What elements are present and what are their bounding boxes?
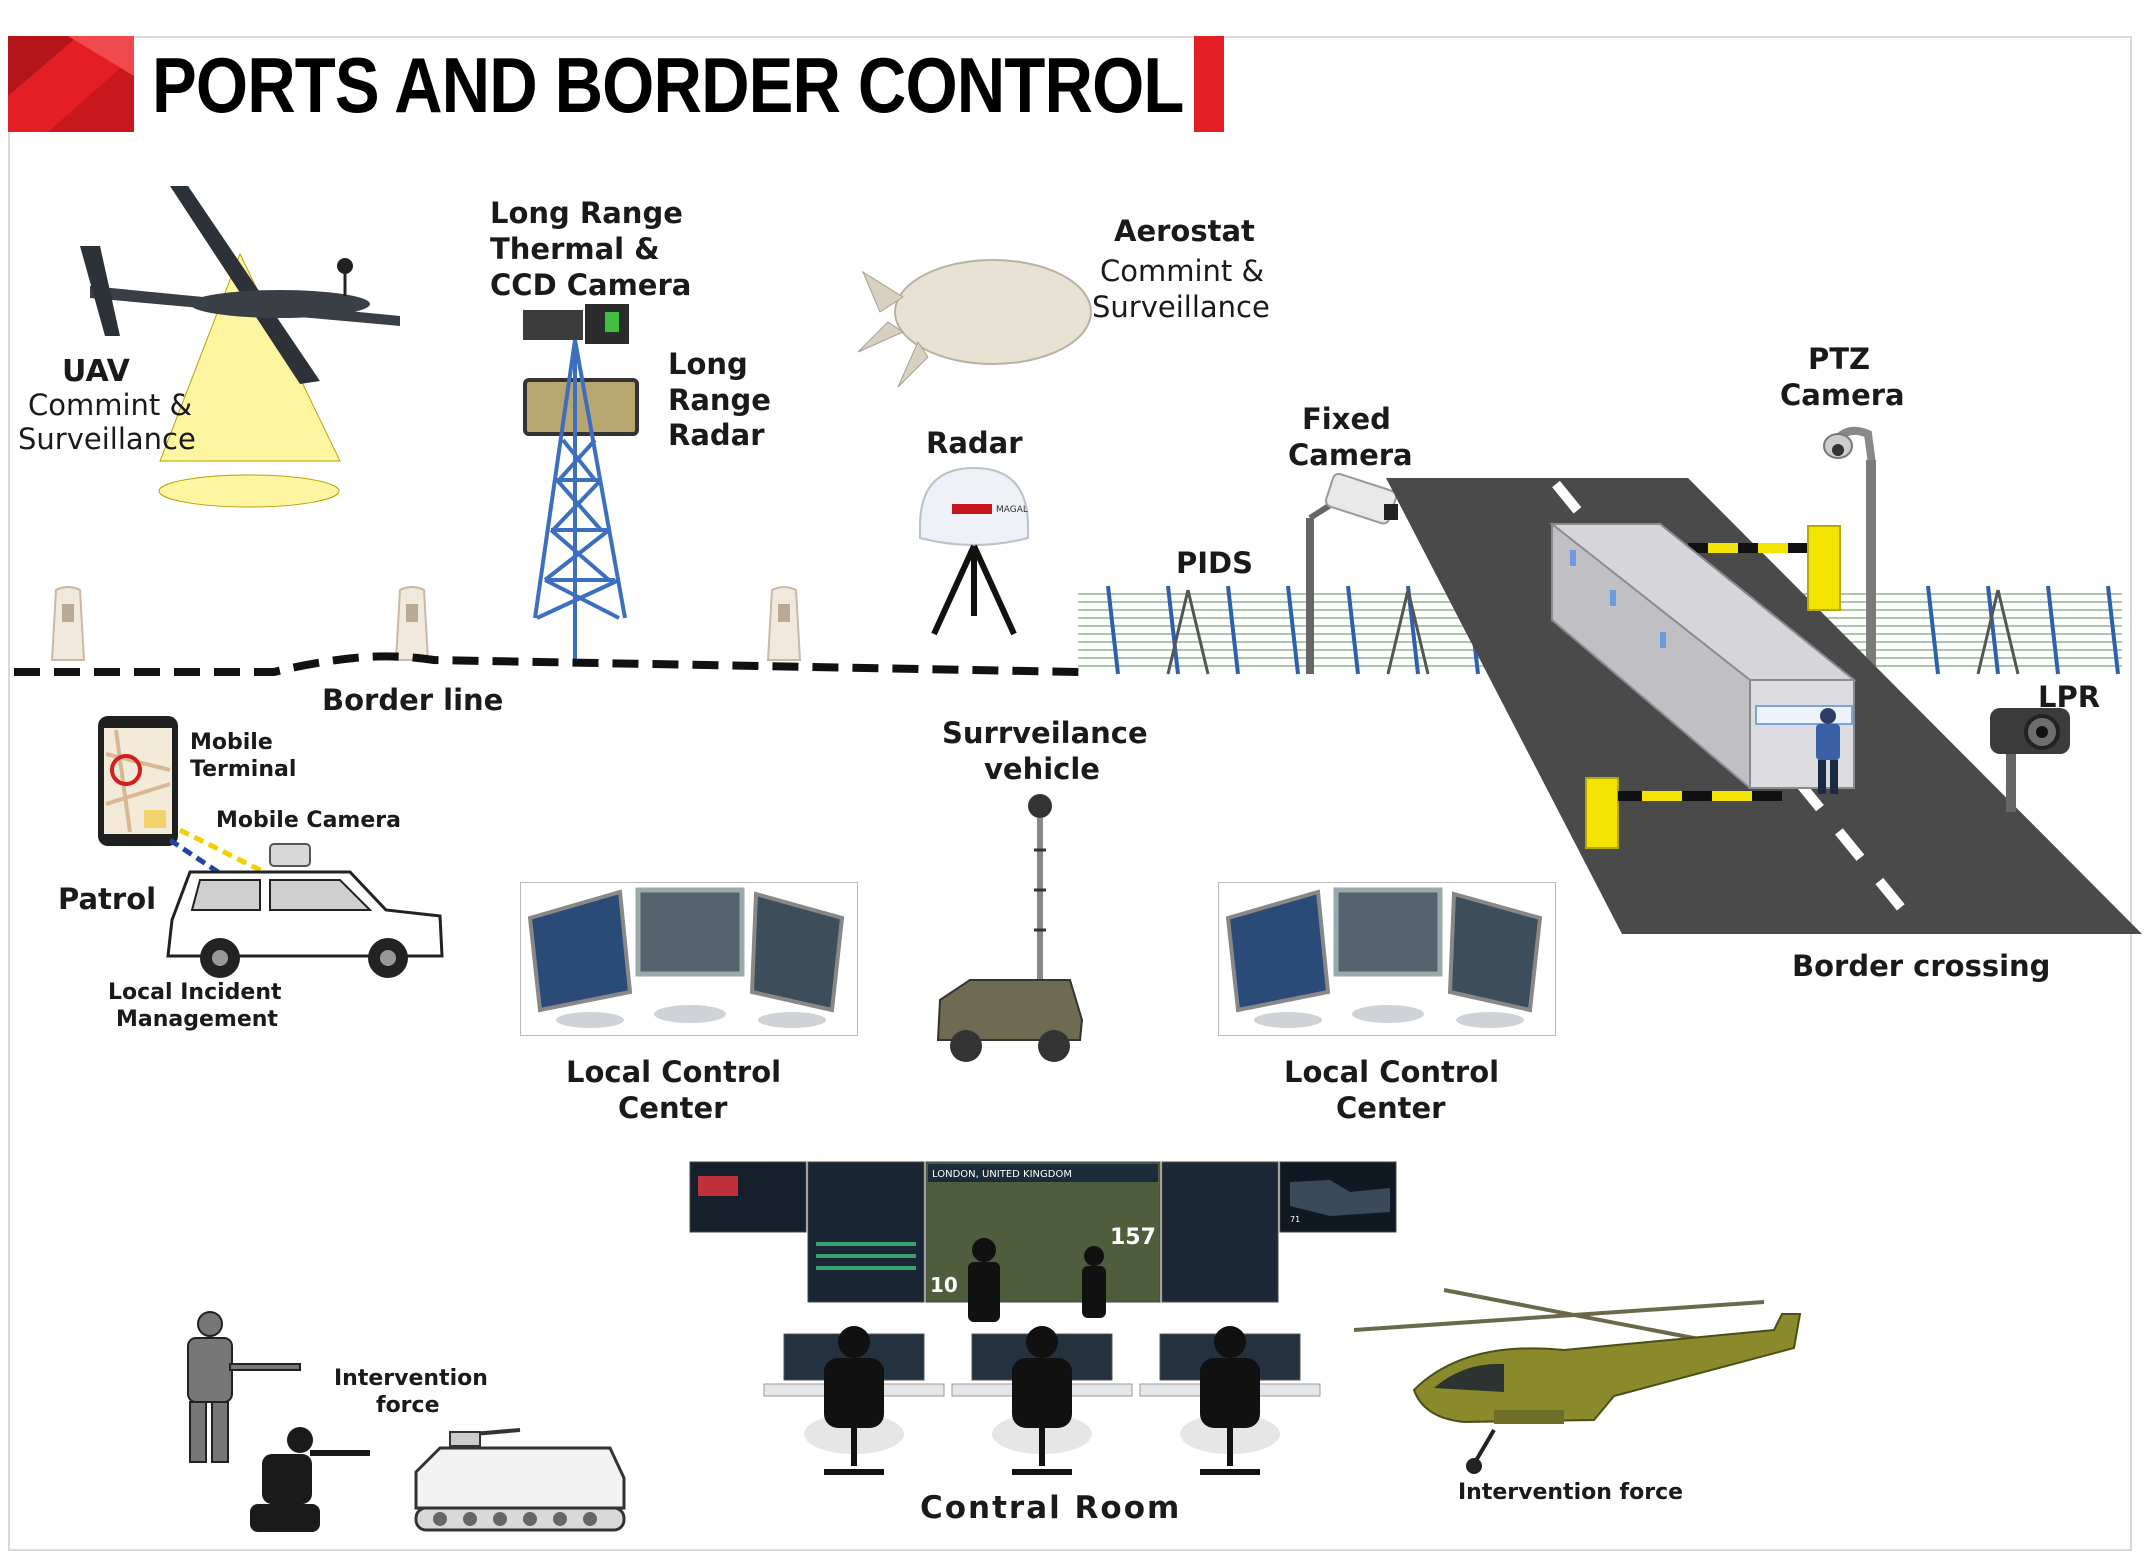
video-wall-big-number: 157 (1110, 1225, 1156, 1250)
operator-stations (763, 1238, 1321, 1475)
intervention-left-label-1: Intervention (334, 1366, 488, 1391)
page-title: PORTS AND BORDER CONTROL (152, 41, 1184, 129)
bus-icon (1549, 523, 1857, 789)
pids-fence-icon (1078, 585, 2122, 675)
mobile-terminal-label-2: Terminal (190, 757, 297, 782)
radar-brand: MAGAL (996, 505, 1028, 515)
border-marker-icon (766, 586, 802, 661)
patrol-vehicle-icon (166, 827, 444, 978)
aerostat-icon (857, 259, 1092, 388)
video-wall-small-number: 10 (930, 1273, 958, 1297)
video-wall-mini-value: 71 (1290, 1215, 1300, 1224)
uav-icon (80, 186, 400, 508)
helicopter-icon (1353, 1288, 1802, 1474)
mobile-camera-label: Mobile Camera (216, 808, 401, 833)
radar-icon: MAGAL (919, 466, 1029, 636)
local-incident-label-2: Management (116, 1007, 278, 1032)
lr-camera-label-1: Long Range (490, 196, 683, 230)
ptz-camera-icon (1823, 426, 1876, 670)
lr-radar-label-3: Radar (668, 418, 765, 452)
surveillance-vehicle-label-1: Surrveilance (942, 716, 1148, 750)
local-control-center-icon (520, 882, 858, 1036)
video-wall-location: LONDON, UNITED KINGDOM (932, 1169, 1072, 1180)
soldiers-icon (187, 1311, 370, 1532)
lr-camera-label-2: Thermal & (490, 232, 660, 266)
pids-label: PIDS (1176, 546, 1254, 580)
uav-sub-2: Surveillance (18, 422, 196, 456)
barrier-gate-icon (1585, 777, 1782, 849)
local-control-center-right-label-1: Local Control (1284, 1055, 1500, 1089)
local-control-center-left-label-1: Local Control (566, 1055, 782, 1089)
local-control-center-icon (1218, 882, 1556, 1036)
aerostat-label: Aerostat (1114, 214, 1255, 248)
border-marker-icon (50, 586, 86, 661)
aerostat-sub-1: Commint & (1100, 254, 1265, 288)
long-range-tower-icon (523, 304, 639, 660)
border-marker-icon (394, 586, 430, 661)
patrol-label: Patrol (58, 882, 157, 916)
lr-radar-label-2: Range (668, 383, 771, 417)
barrier-gate-icon (1688, 525, 1841, 611)
header-logo-block (8, 36, 134, 132)
mobile-terminal-icon (98, 716, 178, 846)
fixed-camera-label-2: Camera (1288, 438, 1413, 472)
central-room-video-wall: LONDON, UNITED KINGDOM 157 10 71 (689, 1161, 1397, 1303)
officer-icon (1816, 708, 1840, 794)
surveillance-vehicle-label-2: vehicle (984, 752, 1100, 786)
ptz-camera-label-1: PTZ (1808, 342, 1871, 376)
central-room-label: Contral Room (920, 1490, 1182, 1526)
uav-label: UAV (62, 354, 130, 389)
border-line-label: Border line (322, 683, 504, 717)
local-incident-label-1: Local Incident (108, 980, 282, 1005)
uav-sub-1: Commint & (28, 388, 193, 422)
header-accent-bar (1194, 36, 1224, 132)
lr-radar-label-1: Long (668, 347, 748, 381)
lr-camera-label-3: CCD Camera (490, 268, 692, 302)
fixed-camera-label-1: Fixed (1302, 402, 1391, 436)
intervention-right-label: Intervention force (1458, 1480, 1684, 1505)
border-crossing-label: Border crossing (1792, 949, 2051, 983)
surveillance-vehicle-icon (936, 794, 1084, 1062)
mobile-terminal-label-1: Mobile (190, 730, 273, 755)
ptz-camera-label-2: Camera (1780, 378, 1905, 412)
lpr-camera-icon (1990, 708, 2070, 812)
radar-label: Radar (926, 426, 1023, 460)
intervention-left-label-2: force (376, 1393, 440, 1418)
local-control-center-left-label-2: Center (618, 1091, 728, 1125)
fixed-camera-icon (1306, 472, 1398, 674)
border-line (14, 652, 1081, 676)
armored-vehicle-icon (414, 1428, 626, 1532)
aerostat-sub-2: Surveillance (1092, 290, 1270, 324)
local-control-center-right-label-2: Center (1336, 1091, 1446, 1125)
